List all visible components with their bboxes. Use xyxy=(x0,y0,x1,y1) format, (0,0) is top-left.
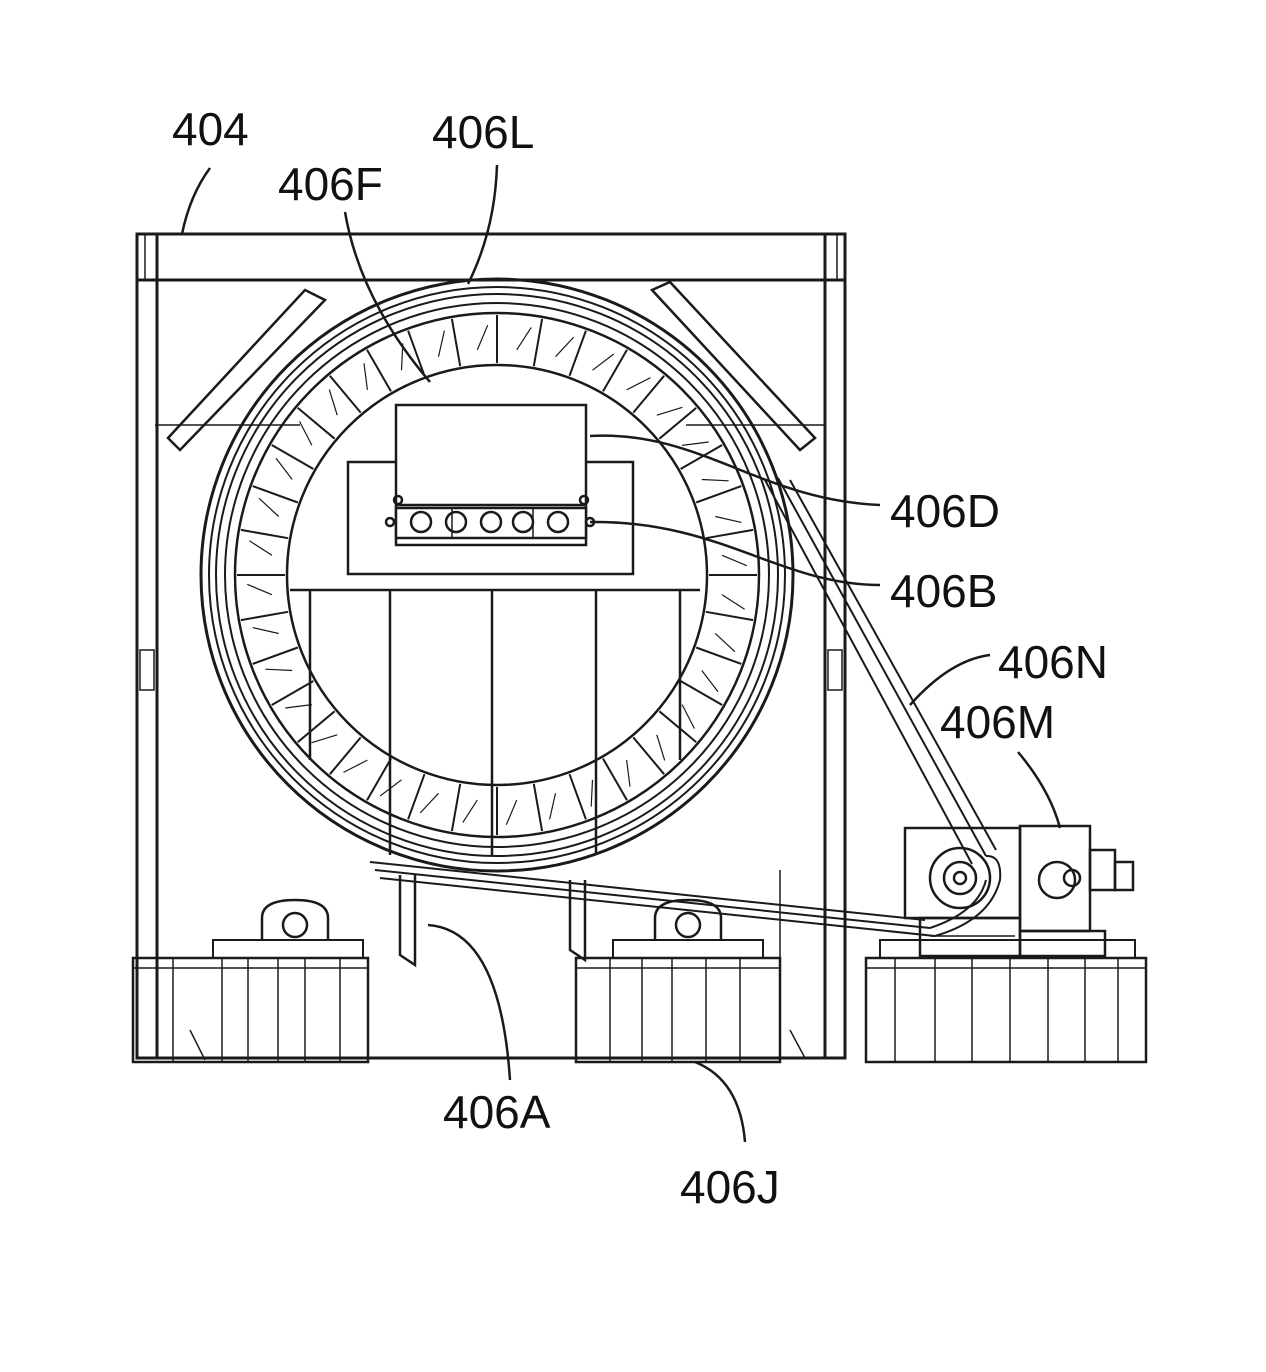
drum-segment-detail xyxy=(682,705,694,729)
label-406F: 406F xyxy=(278,158,383,210)
drum-segment-detail xyxy=(627,378,651,390)
drum-segment-divider xyxy=(408,331,424,376)
drum-segment-detail xyxy=(506,800,516,825)
drum-segment-detail xyxy=(285,705,312,708)
drum-segment-divider xyxy=(706,530,753,538)
drum-segment-detail xyxy=(259,498,279,516)
base-foundation xyxy=(133,870,1146,1062)
drum-segment-detail xyxy=(722,595,745,610)
drum-segment-divider xyxy=(570,331,586,376)
label-406A: 406A xyxy=(443,1086,551,1138)
drum-segment-detail xyxy=(420,793,438,813)
drum-segment-divider xyxy=(298,408,335,439)
drum-segment-detail xyxy=(329,390,337,416)
drum-segment-detail xyxy=(657,407,683,415)
drum-segment-divider xyxy=(367,350,391,392)
leader-406M xyxy=(1018,752,1060,828)
leader-404 xyxy=(182,168,210,234)
label-406J: 406J xyxy=(680,1161,780,1213)
internal-platform xyxy=(290,405,700,855)
drum-segment-divider xyxy=(272,681,314,705)
drum-segment-detail xyxy=(276,458,292,479)
drum-segment-divider xyxy=(330,737,361,774)
drum-segment-divider xyxy=(570,774,586,819)
drum-segment-detail xyxy=(265,669,292,670)
drum-segment-divider xyxy=(633,376,664,413)
label-406M: 406M xyxy=(940,696,1055,748)
drive-motor-406M xyxy=(905,826,1133,956)
drum-segment-detail xyxy=(722,555,747,565)
drum-segment-detail xyxy=(593,354,614,370)
drum-segment-divider xyxy=(681,445,723,469)
leader-406L xyxy=(468,165,497,284)
drum-segment-detail xyxy=(253,628,279,634)
label-404: 404 xyxy=(172,103,249,155)
drum-segment-divider xyxy=(253,648,298,664)
drum-segment-detail xyxy=(247,584,272,594)
drum-segment-divider xyxy=(681,681,723,705)
label-406L: 406L xyxy=(432,106,534,158)
drum-segment-divider xyxy=(603,759,627,801)
drum-segment-divider xyxy=(603,350,627,392)
drum-segment-detail xyxy=(556,337,574,357)
drum-segment-divider xyxy=(408,774,424,819)
drum-segment-detail xyxy=(715,517,741,523)
drum-segment-divider xyxy=(696,486,741,502)
leader-406J xyxy=(695,1062,745,1142)
drum-segment-detail xyxy=(249,541,272,556)
reference-labels: 404 406L 406F 406D 406B 406N 406M 406A 4… xyxy=(172,103,1108,1213)
drum-segment-detail xyxy=(439,331,445,357)
drum-segment-divider xyxy=(696,648,741,664)
drum-segment-divider xyxy=(534,319,542,366)
drum-segment-divider xyxy=(452,319,460,366)
drum-segment-divider xyxy=(272,445,314,469)
drum-segment-divider xyxy=(241,612,288,620)
drum-segment-detail xyxy=(300,422,312,446)
drum-segment-detail xyxy=(702,671,718,692)
drum-segment-detail xyxy=(715,634,735,652)
drum-segment-detail xyxy=(477,325,487,350)
drum-segment-divider xyxy=(659,711,696,742)
drum-segment-divider xyxy=(706,612,753,620)
drum-segment-detail xyxy=(312,735,338,743)
drum-segment-detail xyxy=(344,760,368,772)
drum-segment-detail xyxy=(702,480,729,481)
drum-segment-divider xyxy=(534,784,542,831)
drum-segment-detail xyxy=(463,800,478,823)
drum-segment-detail xyxy=(550,793,556,819)
drum-segment-divider xyxy=(452,784,460,831)
drum-segment-divider xyxy=(367,759,391,801)
label-406N: 406N xyxy=(998,636,1108,688)
drum-segment-divider xyxy=(241,530,288,538)
label-406D: 406D xyxy=(890,485,1000,537)
label-406B: 406B xyxy=(890,565,997,617)
drum-segment-detail xyxy=(682,442,709,445)
drum-segment-divider xyxy=(253,486,298,502)
drum-segment-detail xyxy=(591,780,592,807)
drum-segment-detail xyxy=(364,363,367,390)
drum-segment-detail xyxy=(627,760,630,787)
drum-segment-detail xyxy=(517,327,532,350)
drum-segment-detail xyxy=(657,735,665,761)
